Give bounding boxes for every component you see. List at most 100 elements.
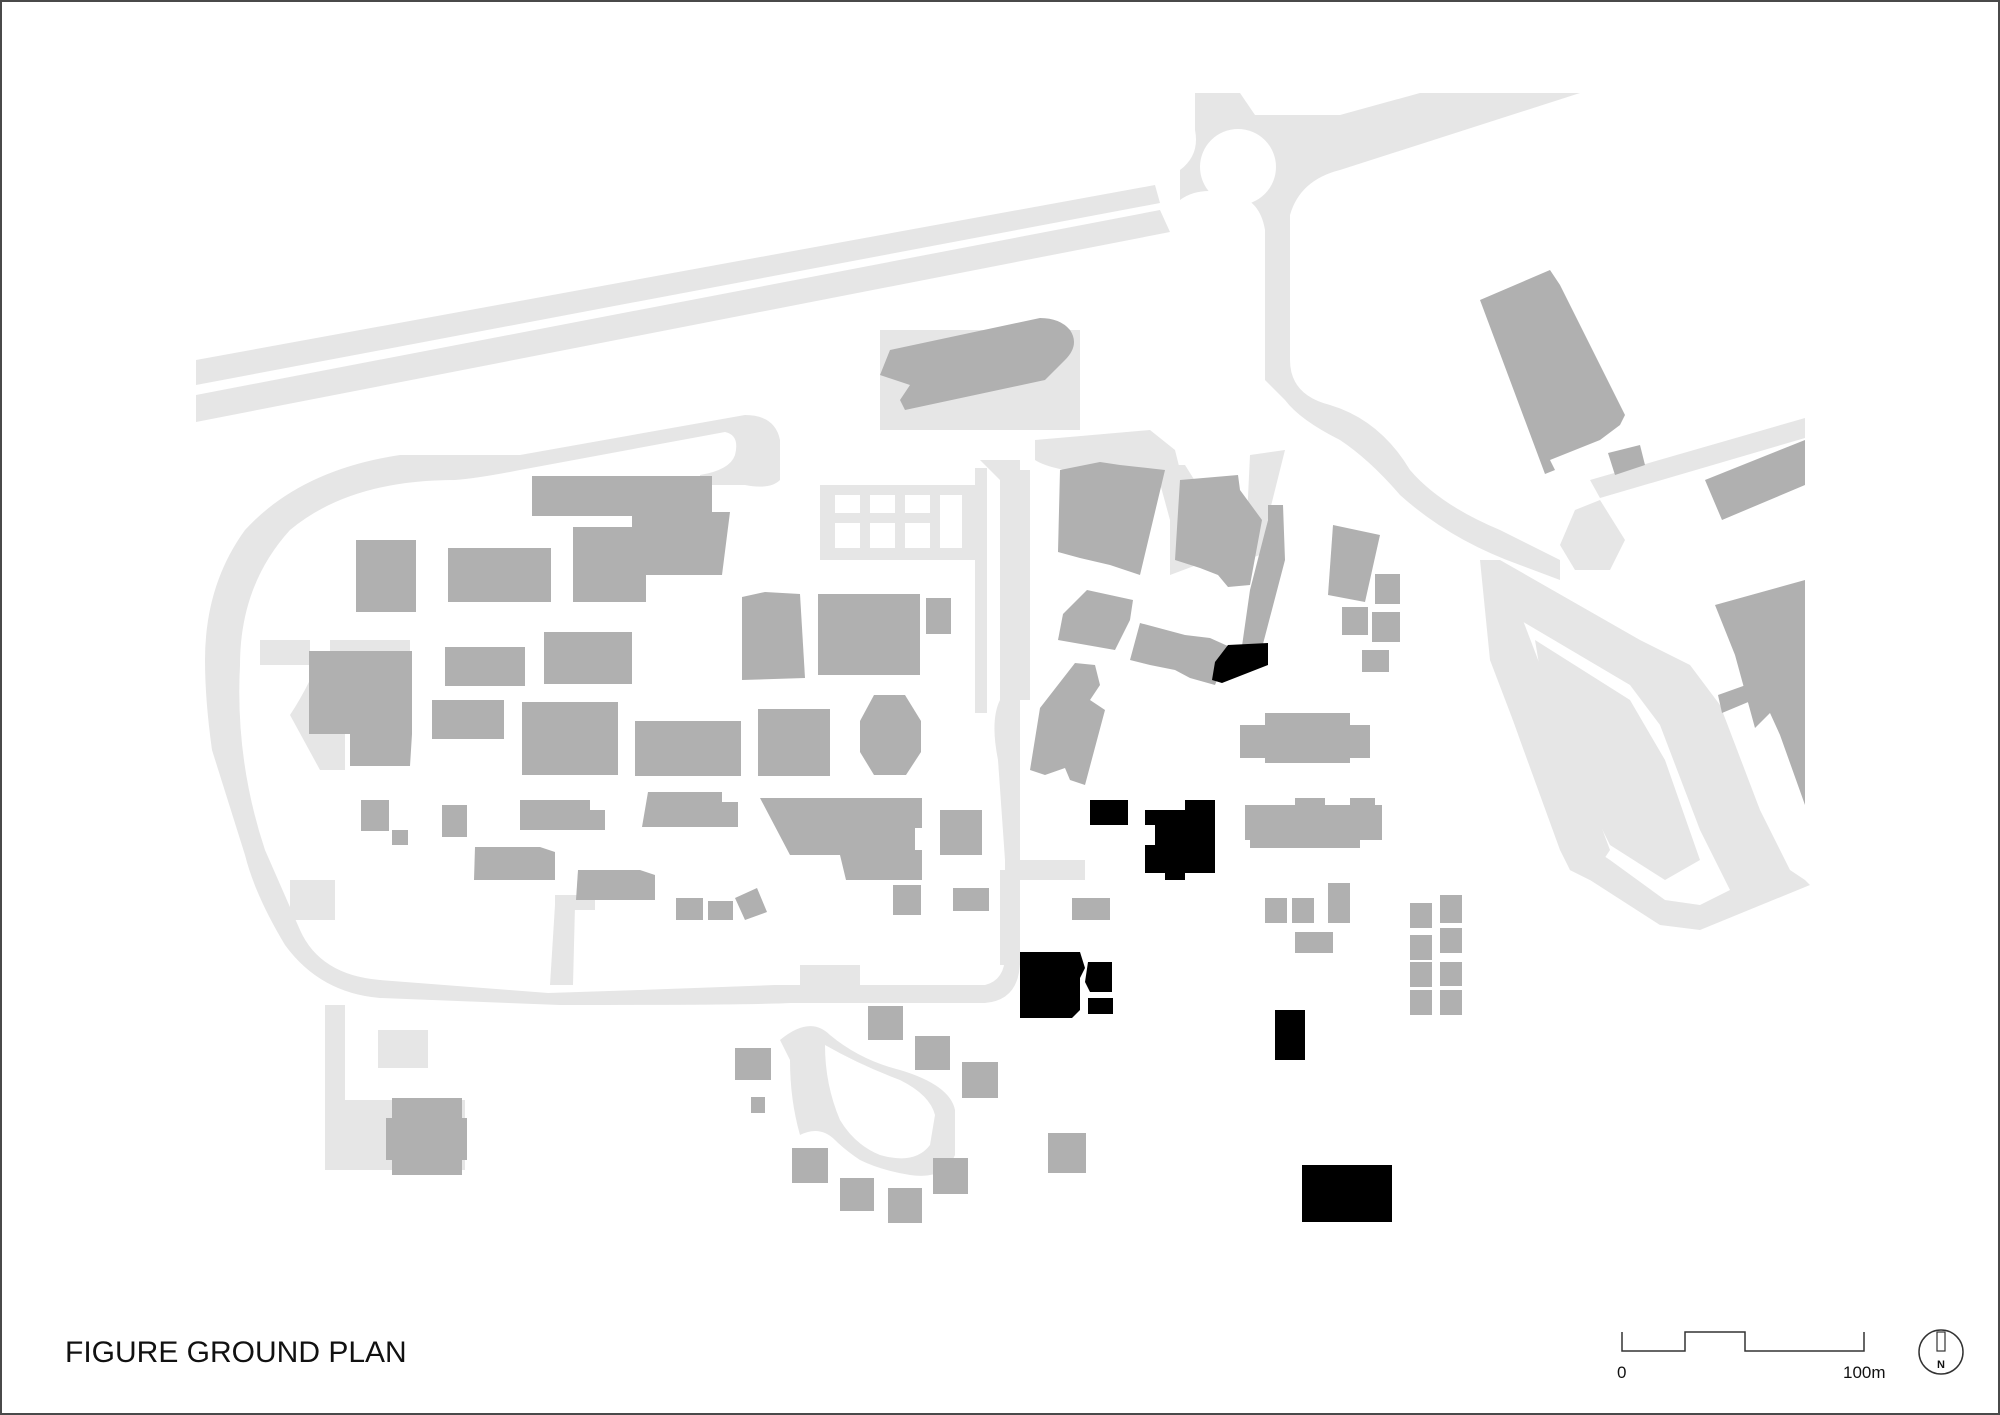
grid-block [1440, 895, 1462, 923]
building-sw-b [392, 830, 408, 845]
building-sw-f [474, 847, 555, 880]
building-fe-c [1705, 440, 1805, 520]
new-building-e [1085, 962, 1112, 992]
building-fe-a [1480, 270, 1625, 474]
scale-start-label: 0 [1617, 1363, 1626, 1382]
building-ce-j [1372, 612, 1400, 642]
building-central-c [926, 598, 951, 634]
boulevard-extension [1020, 860, 1085, 880]
north-east-road [1590, 418, 1805, 498]
building-ce-f [1030, 663, 1105, 785]
building-north-block [880, 318, 1074, 410]
building-ce-k [1362, 650, 1389, 672]
building-west-octagon [386, 1098, 467, 1175]
building-east-d [1295, 932, 1333, 953]
building-south-f [735, 888, 767, 920]
building-south-b [953, 888, 989, 911]
scale-end-label: 100m [1843, 1363, 1886, 1382]
highway-lower [196, 210, 1170, 422]
new-building-f [1088, 998, 1113, 1014]
grid-block [1440, 928, 1462, 953]
building-ce-b [1175, 475, 1262, 587]
building-octagon [860, 695, 921, 775]
south-connector [550, 905, 575, 985]
building-east-c [1328, 883, 1350, 923]
building-ce-d [1058, 590, 1133, 650]
building-nw-c [573, 512, 730, 602]
building-east-e [1072, 898, 1110, 920]
north-arrow: N [1918, 1329, 1964, 1375]
road-network [196, 93, 1810, 1176]
grid-block [1410, 935, 1432, 960]
east-side-road [1480, 560, 1610, 880]
new-building-h [1302, 1165, 1392, 1222]
east-sports-field [1535, 640, 1700, 880]
north-arrow-label: N [1937, 1359, 1945, 1371]
building-sw-c [442, 805, 467, 837]
pond [825, 1045, 935, 1159]
grid-block [1410, 903, 1432, 928]
building-pond-g [840, 1178, 874, 1211]
building-west-large [309, 651, 412, 766]
new-building-b [1090, 800, 1128, 825]
roundabout-link [1265, 225, 1275, 375]
building-pond-j [1048, 1133, 1086, 1173]
new-building-d [1020, 952, 1085, 1018]
building-pond-d [735, 1048, 771, 1080]
building-pond-f [792, 1148, 828, 1183]
plaza-pad [378, 1030, 428, 1068]
north-arrow-circle [1918, 1329, 1964, 1375]
building-sw-e [642, 792, 738, 827]
building-ce-a [1058, 462, 1165, 575]
building-w-d [758, 709, 830, 776]
small-island [1256, 398, 1286, 428]
new-building-g [1275, 1010, 1305, 1060]
building-nw-a [356, 540, 416, 612]
new-building-c [1145, 800, 1215, 880]
building-south-a [893, 885, 921, 915]
building-ce-i [1375, 574, 1400, 604]
grid-block [1410, 990, 1432, 1015]
building-pond-a [868, 1006, 903, 1040]
east-service-road [1560, 500, 1625, 570]
building-nw-b [448, 548, 551, 602]
building-nw-e [544, 632, 632, 684]
building-w-c [635, 721, 741, 776]
existing-buildings [309, 270, 1805, 1223]
plaza-block [290, 880, 335, 920]
scale-bar: 0 100m [1617, 1331, 1886, 1382]
new-building-a [1212, 643, 1268, 683]
building-pond-i [933, 1158, 968, 1194]
building-south-c [940, 810, 982, 855]
building-south-e [708, 901, 733, 920]
building-long-north [532, 476, 712, 516]
central-courtyard-blocks [835, 495, 962, 548]
building-central-a [742, 592, 805, 680]
building-w-a [432, 700, 504, 739]
entry-plaza [1035, 430, 1180, 475]
campus-ring-road [205, 415, 1020, 1005]
roundabout [1180, 93, 1580, 580]
building-east-b [1292, 898, 1314, 923]
building-south-large [760, 798, 922, 880]
scale-bar-line [1621, 1331, 1865, 1352]
building-sw-g [576, 870, 655, 900]
building-fe-b [1608, 445, 1645, 475]
boulevard-lane-b [1020, 470, 1030, 700]
building-ce-c [1240, 505, 1285, 663]
building-central-b [818, 594, 920, 675]
pond-stub [800, 1090, 815, 1130]
building-fe-e [1718, 680, 1765, 713]
building-south-d [676, 898, 703, 920]
central-boulevard [980, 460, 1020, 870]
building-sw-d [520, 800, 605, 830]
boulevard-lane-a [975, 468, 987, 713]
grid-block [1410, 962, 1432, 987]
building-pond-c [962, 1062, 998, 1098]
building-pond-h [888, 1188, 922, 1223]
building-nw-d [445, 647, 525, 686]
new-buildings [1020, 643, 1392, 1222]
grid-block [1440, 990, 1462, 1015]
building-ce-h [1342, 607, 1368, 635]
